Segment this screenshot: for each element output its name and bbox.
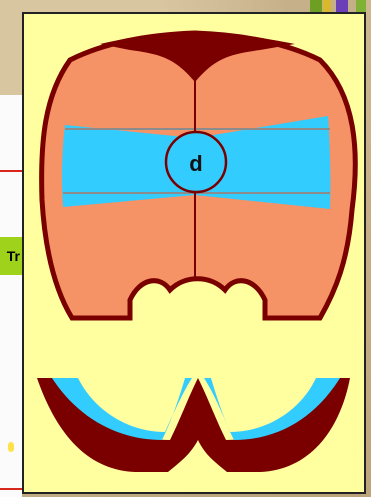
center-label: d (189, 151, 202, 176)
